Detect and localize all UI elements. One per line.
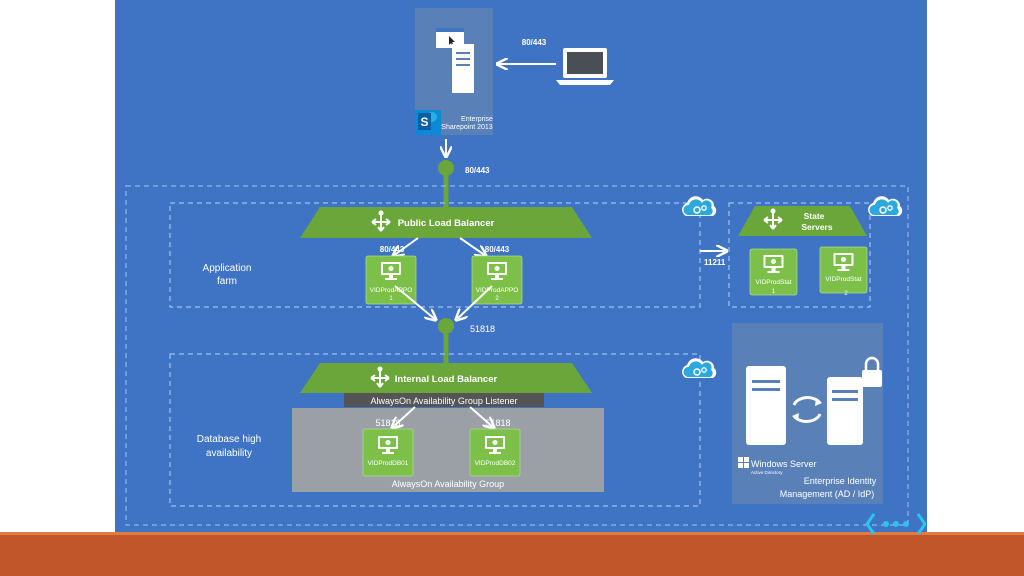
lb-to-app2-arrow bbox=[459, 237, 486, 256]
identity-panel: Windows Server Active Directory Enterpri… bbox=[732, 323, 883, 504]
windows-server-brand: Windows Server bbox=[751, 459, 817, 469]
outer-boundary bbox=[125, 185, 909, 526]
state-label-line2: Servers bbox=[801, 222, 832, 232]
cloud-service-icon bbox=[681, 357, 717, 379]
sharepoint-title-line2: Sharepoint 2013 bbox=[441, 124, 492, 131]
windows-server-sub: Active Directory bbox=[751, 470, 783, 475]
state-label-line1: State bbox=[804, 211, 825, 221]
vm-app2-num: 2 bbox=[495, 296, 499, 302]
sharepoint-title-line1: Enterprise bbox=[461, 116, 493, 123]
footer-bar bbox=[0, 532, 1024, 576]
vm-state1-name: VIDProdStat bbox=[755, 279, 791, 286]
port-app2-label: 80/443 bbox=[485, 245, 510, 254]
state-servers-boundary bbox=[728, 202, 871, 308]
web-server-icon bbox=[436, 28, 474, 93]
db-ha-label-line2: availability bbox=[206, 448, 252, 459]
vm-db2: VIDProdDB02 bbox=[469, 428, 521, 477]
app-farm-label-line1: Application bbox=[203, 263, 252, 274]
svg-text:S: S bbox=[420, 115, 428, 129]
listener-label: AlwaysOn Availability Group Listener bbox=[371, 396, 518, 406]
identity-label-line1: Enterprise Identity bbox=[804, 476, 877, 486]
vm-state2-num: 2 bbox=[844, 291, 848, 297]
db-ha-boundary bbox=[169, 353, 701, 507]
port-sp-label: 80/443 bbox=[465, 166, 490, 175]
sharepoint-server: S Enterprise Sharepoint 2013 bbox=[415, 8, 493, 135]
lock-icon bbox=[862, 356, 882, 387]
vm-state1: VIDProdStat 1 bbox=[749, 248, 798, 296]
availability-group bbox=[292, 408, 604, 492]
vm-db1: VIDProdDB01 bbox=[362, 428, 414, 477]
windows-logo-icon bbox=[738, 457, 749, 468]
public-lb-label: Public Load Balancer bbox=[398, 218, 495, 229]
sp-connector-node bbox=[438, 160, 454, 176]
vm-state2: VIDProdStat 2 bbox=[819, 246, 868, 297]
db-connector-node bbox=[438, 318, 454, 334]
port-db2-label: 51818 bbox=[485, 418, 510, 428]
app-farm-boundary bbox=[169, 202, 701, 308]
vm-state2-name: VIDProdStat bbox=[825, 276, 861, 283]
laptop-icon bbox=[556, 48, 614, 85]
vm-app1-name: VIDProdAPPO bbox=[370, 287, 413, 294]
port-app1-label: 80/443 bbox=[380, 245, 405, 254]
port-db1-label: 51818 bbox=[375, 418, 400, 428]
port-client-label: 80/443 bbox=[522, 38, 547, 47]
vm-app1-num: 1 bbox=[389, 296, 393, 302]
app1-to-db-arrow bbox=[394, 285, 436, 320]
directory-server-icon bbox=[746, 366, 786, 445]
vm-db1-name: VIDProdDB01 bbox=[368, 460, 409, 467]
sync-arrows-icon bbox=[792, 396, 822, 423]
cloud-service-icon bbox=[867, 195, 903, 217]
footer-accent bbox=[0, 532, 1024, 535]
listener-bar bbox=[344, 393, 544, 407]
vm-db2-name: VIDProdDB02 bbox=[475, 460, 516, 467]
vm-state1-num: 1 bbox=[772, 289, 776, 295]
sharepoint-logo-icon: S bbox=[415, 110, 441, 135]
db-ha-label-line1: Database high bbox=[197, 434, 262, 445]
vm-app2-name: VIDProdAPPO bbox=[476, 287, 519, 294]
app2-to-db-arrow bbox=[456, 285, 493, 320]
lb-to-app1-arrow bbox=[393, 237, 419, 256]
listener-to-db2-arrow bbox=[469, 406, 494, 428]
cloud-service-icon bbox=[681, 195, 717, 217]
port-db-label: 51818 bbox=[470, 324, 495, 334]
ag-label: AlwaysOn Availability Group bbox=[392, 479, 504, 489]
port-state-label: 11211 bbox=[704, 258, 726, 267]
state-load-balancer bbox=[738, 206, 867, 236]
listener-to-db1-arrow bbox=[392, 406, 416, 428]
app-farm-label-line2: farm bbox=[217, 276, 237, 287]
identity-label-line2: Management (AD / IdP) bbox=[780, 489, 875, 499]
internal-load-balancer bbox=[300, 363, 592, 393]
identity-server-icon bbox=[827, 377, 863, 445]
internal-lb-label: Internal Load Balancer bbox=[395, 374, 498, 385]
more-nav-icon[interactable] bbox=[865, 513, 927, 535]
public-load-balancer bbox=[300, 207, 592, 238]
